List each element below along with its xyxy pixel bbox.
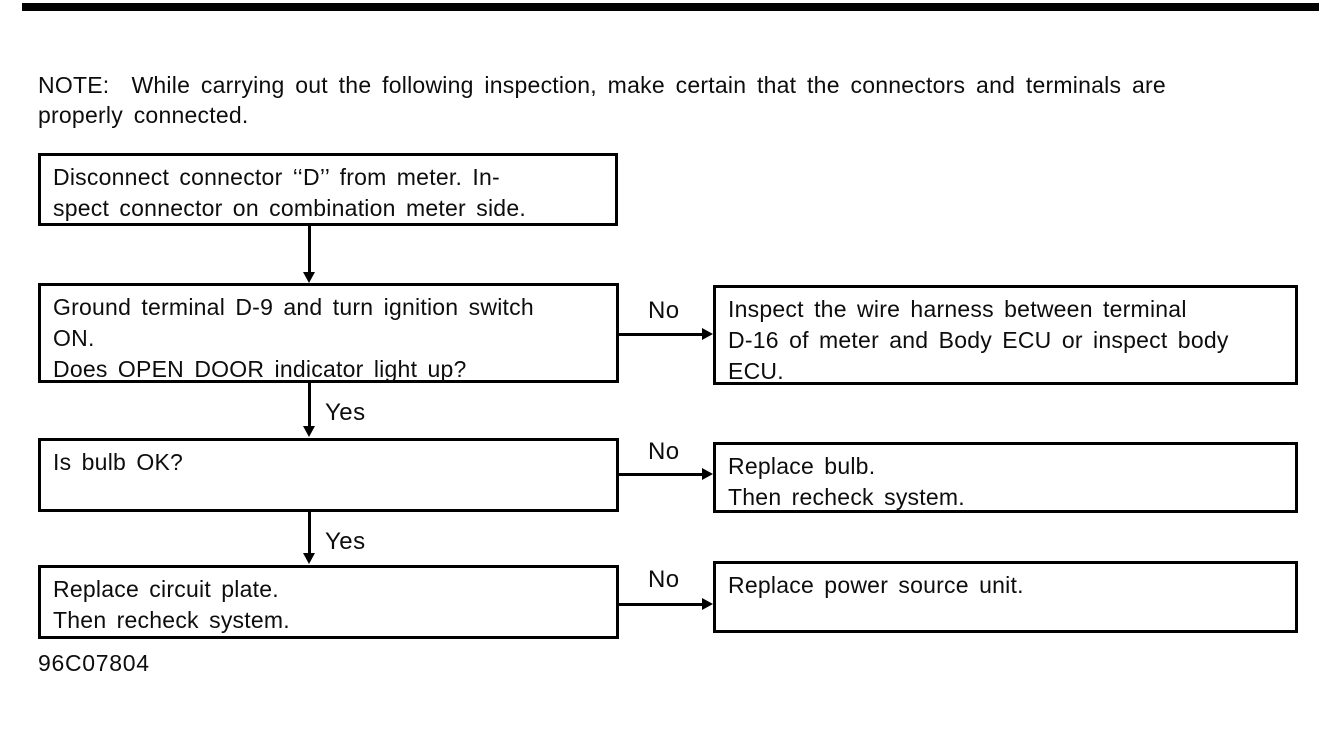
connector-step3-result2-arrowhead-icon: [702, 468, 713, 480]
branch-label-no-2: No: [648, 438, 680, 465]
connector-step2-step3-line: [308, 383, 311, 427]
note-paragraph: NOTE: While carrying out the following in…: [38, 70, 1308, 130]
flow-step-2-line-2: ON.: [53, 325, 95, 351]
flow-result-1-line-3: ECU.: [728, 358, 784, 384]
flow-step-3-line-1: Is bulb OK?: [53, 449, 184, 475]
connector-step3-step4-arrowhead-icon: [303, 553, 315, 564]
note-label: NOTE:: [38, 72, 110, 98]
connector-step2-result1-line: [619, 333, 703, 336]
flow-step-2-box: Ground terminal D-9 and turn ignition sw…: [38, 283, 619, 383]
note-line-2: properly connected.: [38, 102, 249, 128]
note-text: While carrying out the following inspect…: [131, 72, 1166, 98]
figure-code: 96C07804: [38, 650, 150, 676]
connector-step4-result3-line: [619, 603, 703, 606]
flow-result-1-line-2: D-16 of meter and Body ECU or inspect bo…: [728, 327, 1229, 353]
branch-label-no-3: No: [648, 566, 680, 593]
flow-step-1-box: Disconnect connector ‘‘D’’ from meter. I…: [38, 153, 618, 226]
flow-result-3-box: Replace power source unit.: [713, 561, 1298, 633]
connector-step2-result1-arrowhead-icon: [702, 328, 713, 340]
branch-label-no-1: No: [648, 297, 680, 324]
flow-result-2-line-2: Then recheck system.: [728, 484, 965, 510]
branch-label-yes-2: Yes: [325, 528, 366, 555]
flow-step-2-line-1: Ground terminal D-9 and turn ignition sw…: [53, 294, 534, 320]
flow-step-4-line-1: Replace circuit plate.: [53, 576, 279, 602]
connector-step1-step2-line: [308, 226, 311, 273]
flow-step-1-line-1: Disconnect connector ‘‘D’’ from meter. I…: [53, 164, 500, 190]
flow-result-2-line-1: Replace bulb.: [728, 453, 876, 479]
branch-label-yes-1: Yes: [325, 399, 366, 426]
flow-step-1-line-2: spect connector on combination meter sid…: [53, 195, 526, 221]
connector-step1-step2-arrowhead-icon: [303, 272, 315, 283]
flow-step-4-line-2: Then recheck system.: [53, 607, 290, 633]
note-line-1: NOTE: While carrying out the following in…: [38, 70, 1308, 100]
connector-step2-step3-arrowhead-icon: [303, 426, 315, 437]
connector-step3-result2-line: [619, 473, 703, 476]
flow-step-3-box: Is bulb OK?: [38, 438, 619, 512]
connector-step4-result3-arrowhead-icon: [702, 598, 713, 610]
flow-step-2-line-3: Does OPEN DOOR indicator light up?: [53, 356, 467, 382]
connector-step3-step4-line: [308, 512, 311, 554]
flow-step-4-box: Replace circuit plate. Then recheck syst…: [38, 565, 619, 639]
flow-result-3-line-1: Replace power source unit.: [728, 572, 1024, 598]
flow-result-1-box: Inspect the wire harness between termina…: [713, 285, 1298, 385]
scan-edge-artifact: [22, 3, 1319, 11]
flow-result-1-line-1: Inspect the wire harness between termina…: [728, 296, 1187, 322]
flow-result-2-box: Replace bulb. Then recheck system.: [713, 442, 1298, 513]
